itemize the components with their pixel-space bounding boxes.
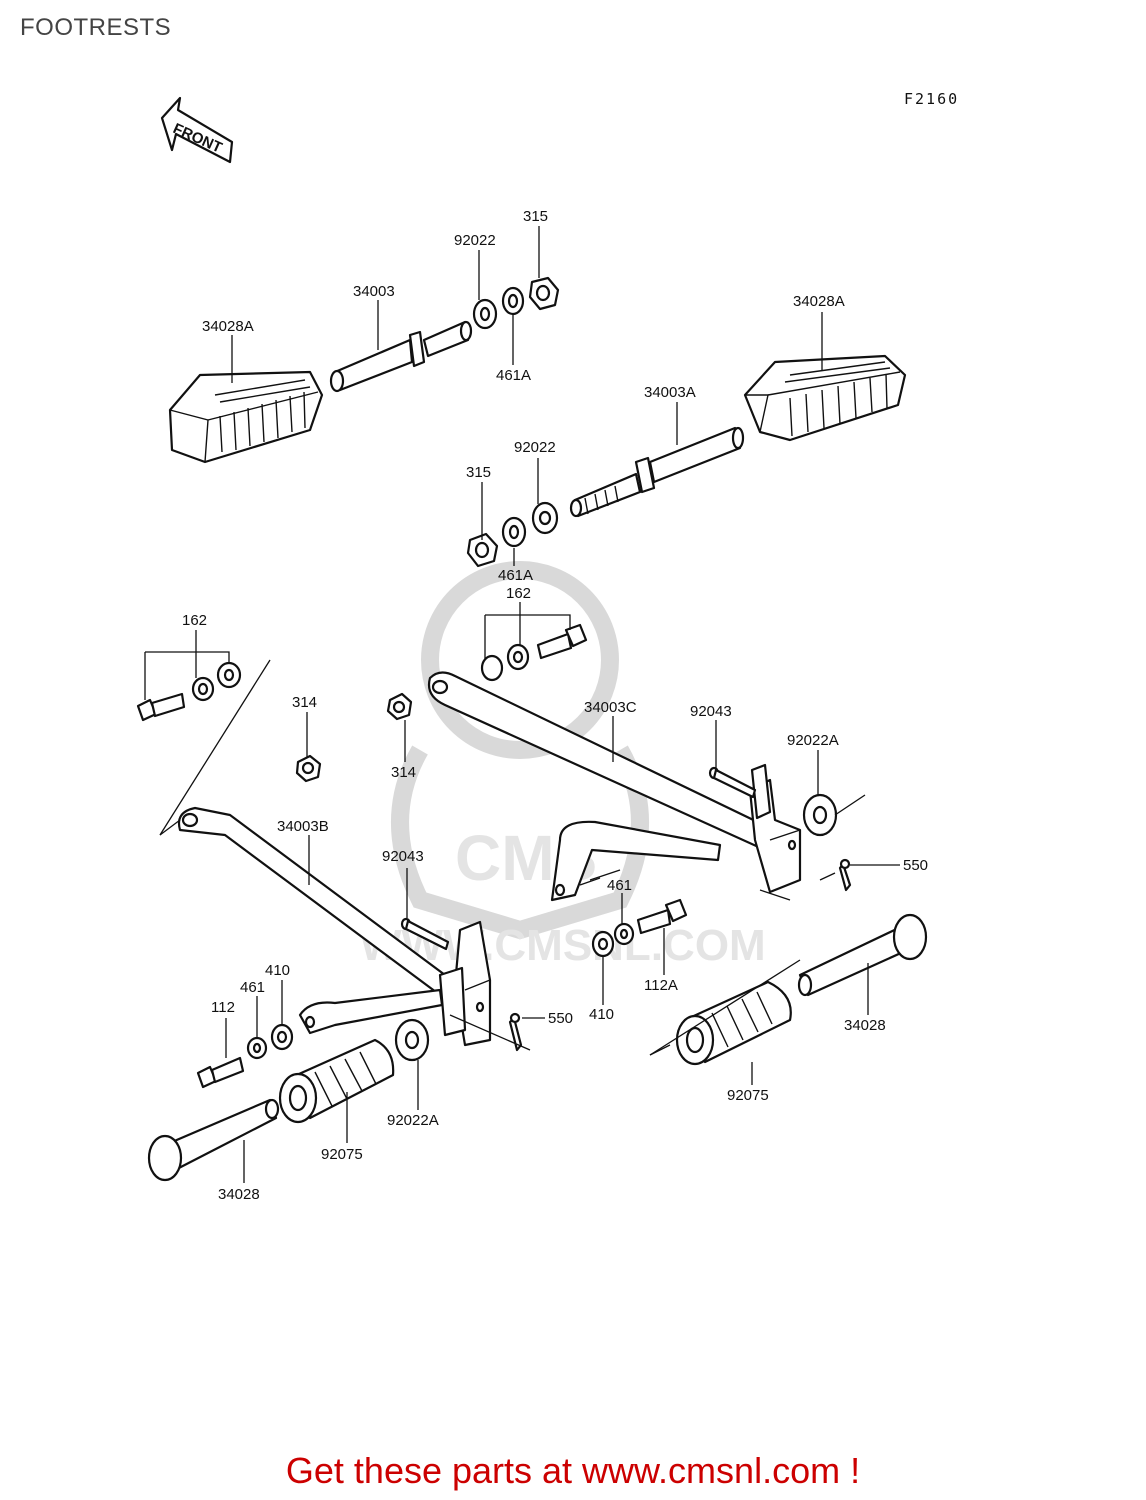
nut-314-left xyxy=(295,754,322,783)
bolt-112-left xyxy=(196,1023,294,1089)
callout-162-mid: 162 xyxy=(506,585,531,602)
footpeg-pin-34028-right xyxy=(797,913,928,997)
callout-34028-left: 34028 xyxy=(218,1186,260,1203)
footrest-rubber-right xyxy=(743,354,907,442)
callout-labels: 315 92022 34003 34028A 461A 34028A 34003… xyxy=(182,208,928,1203)
washer-92022-mid xyxy=(531,501,559,535)
callout-34028a-right: 34028A xyxy=(793,293,845,310)
cotter-pin-550-right xyxy=(838,858,852,892)
lock-washer-461a-mid xyxy=(501,516,527,548)
washer-92022a-left xyxy=(394,1018,430,1062)
footpeg-rubber-92075-right xyxy=(675,980,792,1066)
watermark-logo: CMS WWW.CMSNL.COM xyxy=(360,561,766,970)
footrest-bracket-c xyxy=(427,671,802,902)
callout-112: 112 xyxy=(211,999,235,1016)
pin-92043-left xyxy=(400,917,450,951)
bolt-162-left xyxy=(136,661,242,722)
cta-link[interactable]: Get these parts at www.cmsnl.com ! xyxy=(285,1450,861,1491)
callout-461-right: 461 xyxy=(607,877,632,894)
callout-315-mid: 315 xyxy=(466,464,491,481)
bolt-112a-right xyxy=(591,898,688,958)
pin-92043-right xyxy=(708,766,757,799)
callout-92075-left: 92075 xyxy=(321,1146,363,1163)
callout-34003b: 34003B xyxy=(277,818,329,835)
callout-461a-top: 461A xyxy=(496,367,531,384)
callout-410-right: 410 xyxy=(589,1006,614,1023)
callout-34003a: 34003A xyxy=(644,384,696,401)
figure-code: F2160 xyxy=(904,90,960,108)
callout-315-top: 315 xyxy=(523,208,548,225)
front-arrow-icon: FRONT xyxy=(160,96,234,164)
callout-34003: 34003 xyxy=(353,283,395,300)
nut-314-mid xyxy=(386,692,413,721)
page-title: FOOTRESTS xyxy=(20,14,172,41)
callout-34028-right: 34028 xyxy=(844,1017,886,1034)
footrest-rubber-left xyxy=(168,370,324,464)
callout-461-left: 461 xyxy=(240,979,265,996)
washer-92022-top xyxy=(472,298,498,330)
callout-92043-right: 92043 xyxy=(690,703,732,720)
lock-washer-461a-top xyxy=(501,286,525,316)
callout-34028a-left: 34028A xyxy=(202,318,254,335)
bolt-162-mid xyxy=(480,623,588,682)
washer-92022a-right xyxy=(802,793,838,837)
footrest-shaft xyxy=(329,320,473,393)
callout-410-left: 410 xyxy=(265,962,290,979)
footpeg-rubber-92075-left xyxy=(278,1038,395,1124)
callout-92022-top: 92022 xyxy=(454,232,496,249)
callout-550-right: 550 xyxy=(903,857,928,874)
footrest-shaft-a xyxy=(569,426,745,518)
callout-162-left: 162 xyxy=(182,612,207,629)
nut-315-top xyxy=(528,276,560,311)
callout-461a-mid: 461A xyxy=(498,567,533,584)
callout-92075-right: 92075 xyxy=(727,1087,769,1104)
callout-92022a-right: 92022A xyxy=(787,732,839,749)
cotter-pin-550-left xyxy=(508,1012,523,1052)
callout-550-left: 550 xyxy=(548,1010,573,1027)
callout-92022a-left: 92022A xyxy=(387,1112,439,1129)
callout-314-mid: 314 xyxy=(391,764,416,781)
assembly-guides xyxy=(144,614,866,1056)
leader-lines xyxy=(195,226,900,1183)
footrest-bracket-b xyxy=(177,806,492,1047)
callout-112a: 112A xyxy=(644,977,678,994)
callout-92043-left: 92043 xyxy=(382,848,424,865)
callout-92022-mid: 92022 xyxy=(514,439,556,456)
nut-315-mid xyxy=(466,532,499,568)
callout-34003c: 34003C xyxy=(584,699,637,716)
callout-314-left: 314 xyxy=(292,694,317,711)
footpeg-pin-34028-left xyxy=(147,1098,280,1182)
